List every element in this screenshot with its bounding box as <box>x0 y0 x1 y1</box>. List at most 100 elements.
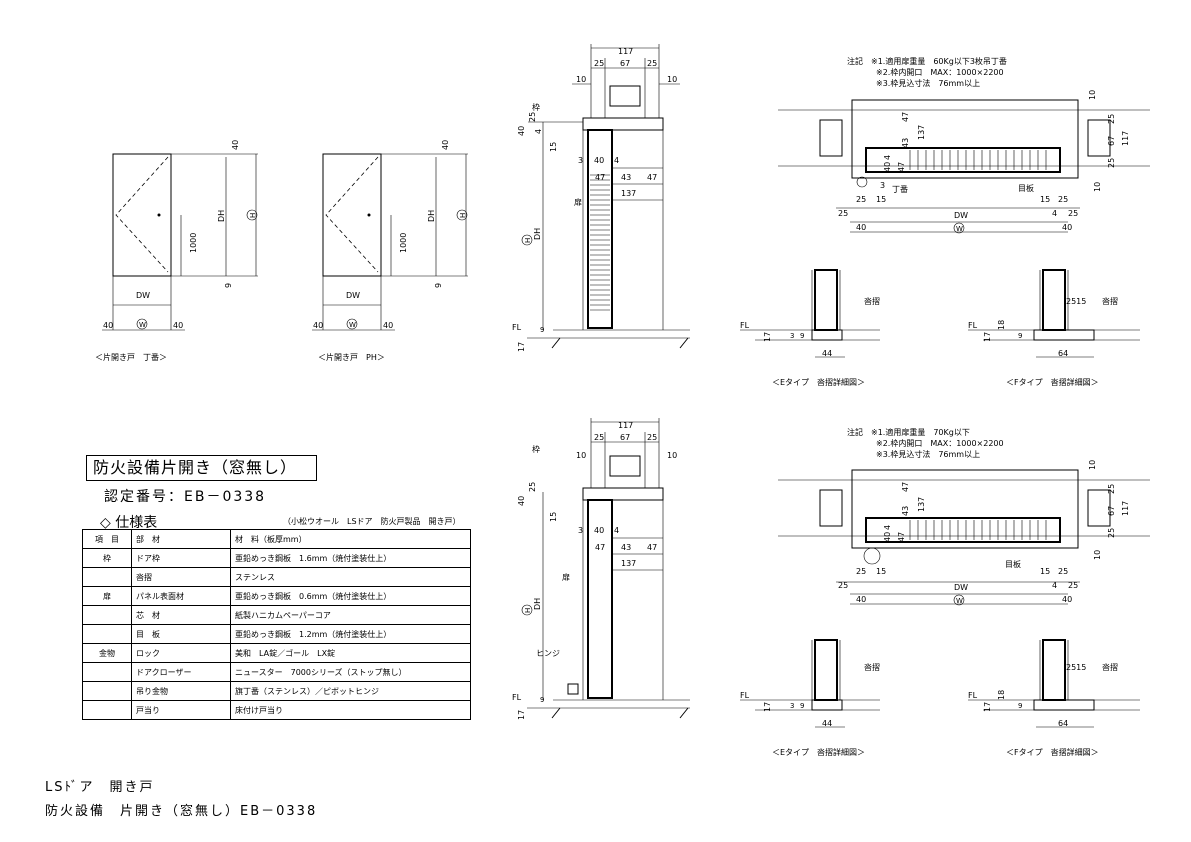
label-hinge: ヒンジ <box>536 649 560 658</box>
table-row: 扉 パネル表面材 亜鉛めっき鋼板 0.6mm（焼付塗装仕上） <box>82 586 471 606</box>
elevation-caption: ＜片開き戸 PH＞ <box>318 352 385 362</box>
dim-h: H <box>459 213 467 218</box>
header-cell: 材 料（板厚mm） <box>230 529 471 549</box>
label-door: 扉 <box>562 572 570 582</box>
table-cell: 芯 材 <box>131 605 231 625</box>
dim-dw: DW <box>954 211 968 220</box>
dim-44: 44 <box>822 719 832 728</box>
dim-25: 25 <box>1058 195 1068 204</box>
table-cell: 沓摺 <box>131 567 231 587</box>
dim-64: 64 <box>1058 349 1068 358</box>
dim-40: 40 <box>1062 223 1072 232</box>
dim-117: 117 <box>1121 501 1130 516</box>
label-fl: FL <box>968 691 978 700</box>
dim-40: 40 <box>594 156 604 165</box>
elevation-hinge: 40 DW W 40 40 DH H 1000 9 ＜片開き戸 丁番＞ <box>95 140 258 362</box>
dim-40: 40 <box>173 321 183 330</box>
elevation-pivot: 40 DW W 40 40 DH H 1000 9 ＜片開き戸 PH＞ <box>312 140 468 362</box>
table-cell: 枠 <box>82 548 132 568</box>
dim-18: 18 <box>997 690 1006 700</box>
dim-117: 117 <box>618 47 633 56</box>
table-cell: ドア枠 <box>131 548 231 568</box>
dim-w: W <box>956 225 963 233</box>
dim-dw: DW <box>954 583 968 592</box>
dim-h: H <box>524 238 532 243</box>
dim-67: 67 <box>620 433 630 442</box>
dim-9: 9 <box>800 332 804 340</box>
table-cell: 亜鉛めっき鋼板 1.2mm（焼付塗装仕上） <box>230 624 471 644</box>
dim-25: 25 <box>594 433 604 442</box>
footer-title: 防火設備 片開き（窓無し）EB－0338 <box>45 804 318 819</box>
page-title: 防火設備片開き（窓無し） <box>86 455 317 481</box>
dim-47: 47 <box>595 543 605 552</box>
dim-67: 67 <box>1107 506 1116 516</box>
note-3: ※3.枠見込寸法 76mm以上 <box>876 78 980 88</box>
label-fl: FL <box>968 321 978 330</box>
table-cell: 戸当り <box>131 700 231 720</box>
label-kutsuzuri: 沓摺 <box>864 662 880 672</box>
dim-17: 17 <box>763 332 772 342</box>
dim-40: 40 <box>231 140 240 150</box>
dim-40: 40 <box>856 223 866 232</box>
dim-10: 10 <box>1093 550 1102 560</box>
label-hinge: 丁番 <box>892 184 908 194</box>
table-cell: 目 板 <box>131 624 231 644</box>
dim-25: 25 <box>1068 581 1078 590</box>
table-row: 枠 ドア枠 亜鉛めっき鋼板 1.6mm（焼付塗装仕上） <box>82 548 471 568</box>
header-cell: 項 目 <box>82 529 132 549</box>
dim-3: 3 <box>790 332 794 340</box>
dim-67: 67 <box>620 59 630 68</box>
dim-47: 47 <box>901 482 910 492</box>
note-1: 注記 ※1.適用扉重量 70Kg以下 <box>847 427 970 437</box>
note-1: 注記 ※1.適用扉重量 60Kg以下3枚吊丁番 <box>847 56 1007 66</box>
sill-caption: ＜Fタイプ 沓摺詳細図＞ <box>1006 747 1099 757</box>
dim-25: 25 <box>1107 528 1116 538</box>
label-meita: 目板 <box>1005 559 1021 569</box>
dim-25: 25 <box>594 59 604 68</box>
label-frame: 枠 <box>532 102 540 112</box>
dim-25: 25 <box>1068 209 1078 218</box>
table-cell: 亜鉛めっき鋼板 1.6mm（焼付塗装仕上） <box>230 548 471 568</box>
note-3: ※3.枠見込寸法 76mm以上 <box>876 449 980 459</box>
sill-f-bottom: FL 17 18 9 64 2515 沓摺 ＜Fタイプ 沓摺詳細図＞ <box>968 639 1140 757</box>
table-cell <box>82 567 132 587</box>
plan-bottom: 注記 ※1.適用扉重量 70Kg以下 ※2.枠内開口 MAX：1000×2200… <box>778 427 1150 606</box>
dim-25: 25 <box>1058 567 1068 576</box>
dim-40: 40 <box>883 162 892 172</box>
dim-25: 25 <box>1107 484 1116 494</box>
dim-9: 9 <box>1018 332 1022 340</box>
table-row: 目 板 亜鉛めっき鋼板 1.2mm（焼付塗装仕上） <box>82 624 471 644</box>
sill-e-top: FL 17 3 9 44 沓摺 ＜Eタイプ 沓摺詳細図＞ <box>740 269 880 387</box>
dim-1000: 1000 <box>189 233 198 253</box>
table-cell: 旗丁番（ステンレス）／ピボットヒンジ <box>230 681 471 701</box>
dim-40: 40 <box>594 526 604 535</box>
dim-64: 64 <box>1058 719 1068 728</box>
dim-9: 9 <box>540 696 544 704</box>
dim-40: 40 <box>517 496 526 506</box>
dim-47: 47 <box>901 112 910 122</box>
dim-15: 15 <box>1040 567 1050 576</box>
table-cell: パネル表面材 <box>131 586 231 606</box>
dim-dh: DH <box>427 210 436 222</box>
dim-25: 25 <box>1107 114 1116 124</box>
dim-47: 47 <box>647 173 657 182</box>
label-meita: 目板 <box>1018 183 1034 193</box>
table-row: 戸当り 床付け戸当り <box>82 700 471 720</box>
table-cell: 床付け戸当り <box>230 700 471 720</box>
dim-40: 40 <box>883 532 892 542</box>
table-cell: 吊り金物 <box>131 681 231 701</box>
table-cell: ステンレス <box>230 567 471 587</box>
dim-dw: DW <box>136 291 150 300</box>
footer-product: LSﾄﾞア 開き戸 <box>45 780 155 795</box>
table-row: ドアクローザー ニュースター 7000シリーズ（ストップ無し） <box>82 662 471 682</box>
dim-4: 4 <box>614 156 619 165</box>
dim-40: 40 <box>441 140 450 150</box>
sill-e-bottom: FL 17 3 9 44 沓摺 ＜Eタイプ 沓摺詳細図＞ <box>740 639 880 757</box>
dim-137: 137 <box>917 497 926 512</box>
dim-40: 40 <box>313 321 323 330</box>
dim-44: 44 <box>822 349 832 358</box>
dim-17: 17 <box>983 332 992 342</box>
dim-2515: 2515 <box>1066 663 1086 672</box>
table-row: 芯 材 紙製ハニカムペーパーコア <box>82 605 471 625</box>
